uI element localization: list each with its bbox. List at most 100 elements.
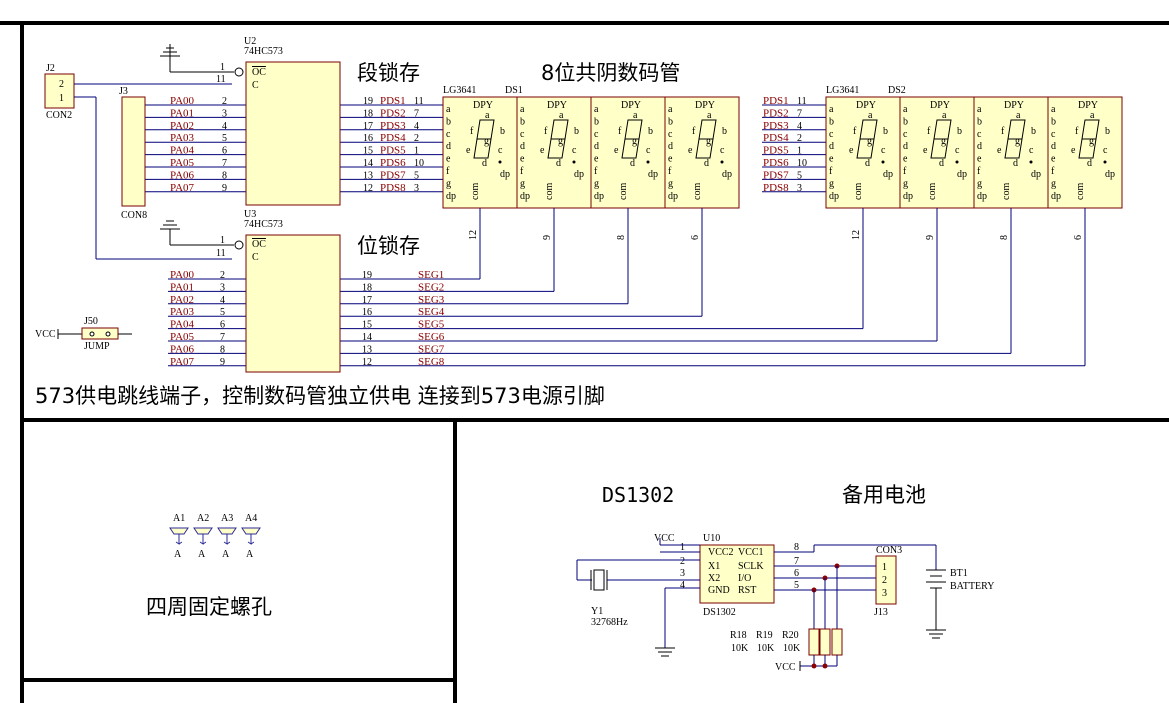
seg-latch-title: 段锁存 (357, 61, 420, 85)
u2-out-net: PDS2 (380, 107, 406, 119)
u3-oc-pin: 1 (220, 235, 225, 246)
u2-d-pin: 4 (222, 121, 227, 132)
u10-right-name: RST (738, 585, 756, 596)
y1-value: 32768Hz (591, 617, 628, 628)
digit-seg-letter: dp (668, 191, 678, 202)
u3-q-pin: 19 (362, 270, 372, 281)
digit-seg-g: g (1015, 136, 1020, 147)
digit-seg-letter: b (594, 116, 599, 127)
digit-seg-e: e (1071, 145, 1076, 156)
connector-j3: J3 CON8 (119, 86, 147, 221)
connector-j13: CON3 1 2 3 J13 (874, 545, 902, 618)
ds2-pin-num: 3 (797, 183, 802, 194)
digit-seg-letter: d (668, 141, 673, 152)
ds1-pin-num: 11 (414, 96, 424, 107)
ds2-net-label: PDS7 (763, 169, 789, 181)
digit-dp-dot (1103, 160, 1107, 164)
digit-seg-letter: dp (977, 191, 987, 202)
u3-d-pin: 7 (220, 332, 225, 343)
digit-dp-dot (1029, 160, 1033, 164)
u2-q-pin: 17 (363, 121, 373, 132)
u3-out-net: SEG2 (418, 281, 444, 293)
u10-right-name: I/O (738, 573, 751, 584)
pa-net-label: PA02 (170, 294, 194, 306)
u10-right-pin: 7 (794, 556, 799, 567)
r19-ref: R19 (756, 630, 773, 641)
u3-q-pin: 16 (362, 307, 372, 318)
digit-seg-b: b (722, 126, 727, 137)
ds2-net-label: PDS1 (763, 95, 789, 107)
ds1-pin-num: 3 (414, 183, 419, 194)
digit-seg-letter: dp (1051, 191, 1061, 202)
j3-ref: J3 (119, 86, 128, 97)
j13-ref: J13 (874, 607, 888, 618)
u3-q-pin: 13 (362, 344, 372, 355)
pa-net-label: PA01 (170, 107, 194, 119)
digit-body (1047, 96, 1123, 209)
pa-net-label: PA04 (170, 319, 195, 331)
digit-dpy-label: DPY (1004, 100, 1024, 111)
digit-seg-e: e (540, 145, 545, 156)
digit-com-label: com (692, 183, 703, 200)
ground-symbol-u2 (160, 44, 180, 57)
digit-seg-d: d (556, 158, 561, 169)
digit-dp-dot (572, 160, 576, 164)
u10-output-wiring (774, 544, 937, 629)
u10-left-pin: 1 (680, 542, 685, 553)
digit-com-pin: 9 (542, 235, 553, 240)
digit-seg-d: d (630, 158, 635, 169)
digit-seg-letter: b (1051, 116, 1056, 127)
digit-com-label: com (1001, 183, 1012, 200)
digit-seg-letter: c (594, 129, 599, 140)
digit-segment-outline (473, 119, 495, 159)
pa-net-label: PA03 (170, 132, 195, 144)
digit-seg-c: c (572, 145, 577, 156)
sheet-frame (0, 21, 1169, 703)
digit-seg-e: e (466, 145, 471, 156)
ds2-net-label: PDS4 (763, 132, 789, 144)
digit-seg-dp: dp (957, 169, 967, 180)
u3-out-net: SEG3 (418, 294, 445, 306)
digit-seg-letter: c (903, 129, 908, 140)
u10-right-pin: 5 (794, 580, 799, 591)
digit-seg-e: e (614, 145, 619, 156)
j13-pin: 1 (882, 562, 887, 573)
j13-pin: 2 (882, 575, 887, 586)
digit-seg-letter: dp (829, 191, 839, 202)
pa-net-label: PA04 (170, 145, 195, 157)
u2-q-pin: 13 (363, 170, 373, 181)
digit-seg-letter: g (977, 178, 982, 189)
digit-seg-letter: f (446, 166, 450, 177)
digit-seg-dp: dp (648, 169, 658, 180)
digit-seg-e: e (923, 145, 928, 156)
digit-com-label: com (927, 183, 938, 200)
hole-ref: A3 (221, 513, 233, 524)
digit-seg-c: c (955, 145, 960, 156)
u3-q-pin: 18 (362, 282, 372, 293)
screw-hole-icon (193, 527, 213, 535)
ds2-part: LG3641 (826, 85, 859, 96)
digit-seg-a: a (485, 110, 490, 121)
digit-seg-a: a (942, 110, 947, 121)
digit-seg-f: f (927, 126, 931, 137)
ds2-pin-num: 5 (797, 170, 802, 181)
r18-value: 10K (731, 643, 749, 654)
pa-net-label: PA02 (170, 120, 194, 132)
bt1-value: BATTERY (950, 581, 994, 592)
u3-out-net: SEG4 (418, 306, 445, 318)
u2-out-net: PDS1 (380, 95, 406, 107)
r20-value: 10K (783, 643, 801, 654)
u2-out-net: PDS7 (380, 169, 406, 181)
pa-net-label: PA06 (170, 169, 195, 181)
digit-com-pin: 12 (468, 230, 479, 240)
digit-seg-letter: c (446, 129, 451, 140)
j2-ref: J2 (46, 63, 55, 74)
r19-value: 10K (757, 643, 775, 654)
u3-d-pin: 5 (220, 307, 225, 318)
digit-segment-outline (1078, 119, 1100, 159)
digit-seg-a: a (1016, 110, 1021, 121)
digit-seg-letter: d (520, 141, 525, 152)
